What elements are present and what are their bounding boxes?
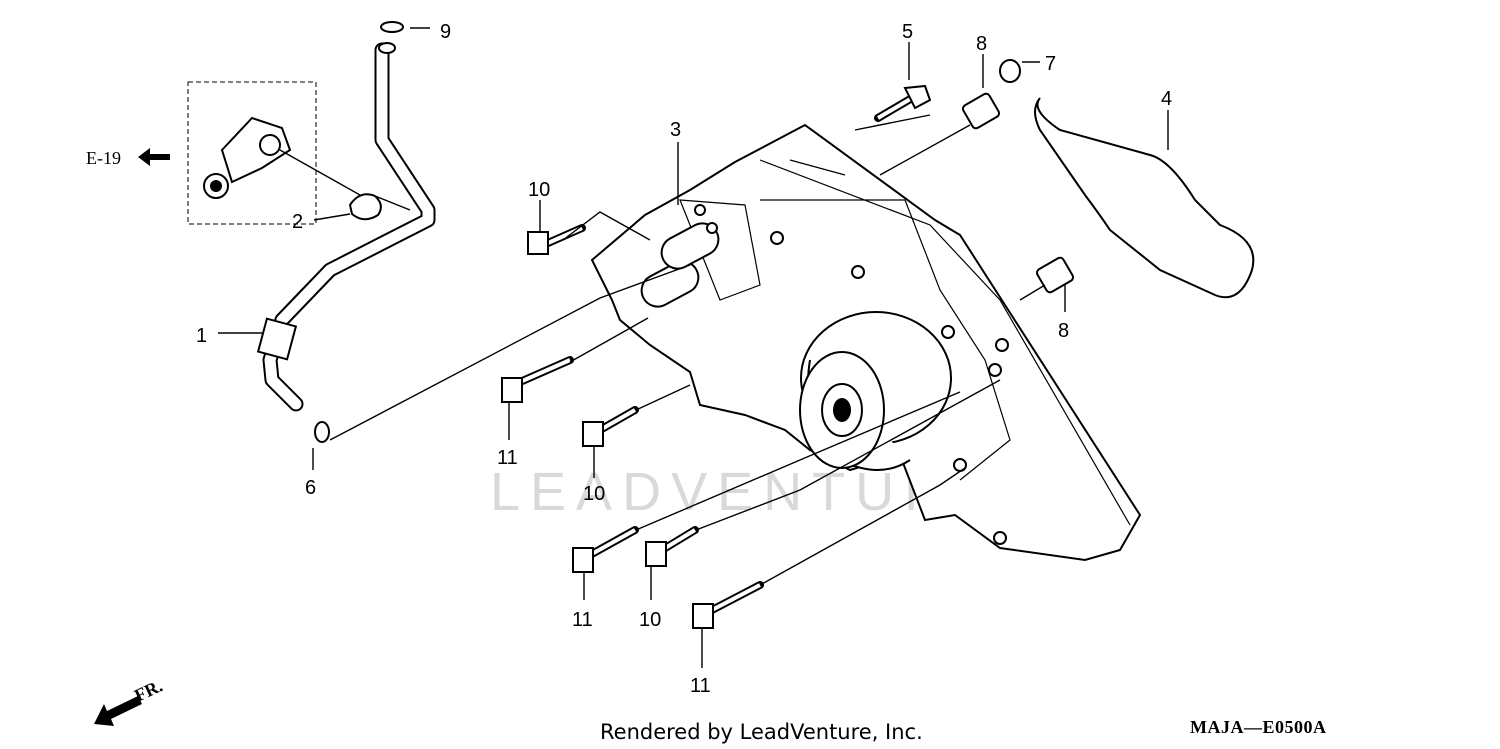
dowel-part-8b: [1035, 256, 1075, 294]
credit-text: Rendered by LeadVenture, Inc.: [600, 720, 923, 744]
callout-6[interactable]: 6: [305, 477, 316, 499]
bolt-11-lower: [692, 581, 764, 629]
reference-label: E-19: [86, 148, 121, 168]
front-arrow-icon: [94, 696, 142, 726]
oring-part-6: [314, 421, 330, 443]
callout-8-upper[interactable]: 8: [976, 33, 987, 55]
dashed-fitting-group: [187, 81, 317, 225]
hose-part-1: [256, 42, 436, 412]
callout-7[interactable]: 7: [1045, 53, 1056, 75]
bolt-11-upper: [501, 356, 574, 403]
leader-lines: [218, 27, 1169, 668]
callout-11-middle[interactable]: 11: [572, 609, 593, 631]
callout-9[interactable]: 9: [440, 21, 451, 43]
diagram-code: MAJA—E0500A: [1190, 717, 1327, 737]
callout-11-lower[interactable]: 11: [690, 675, 711, 697]
cover-part-3: [590, 123, 1142, 562]
callout-2[interactable]: 2: [292, 211, 303, 233]
callout-5[interactable]: 5: [902, 21, 913, 43]
callout-10-upper[interactable]: 10: [528, 179, 550, 201]
callout-10-lower[interactable]: 10: [639, 609, 661, 631]
callout-11-upper[interactable]: 11: [497, 447, 518, 469]
clamp-part-2: [348, 193, 382, 221]
callout-8-lower[interactable]: 8: [1058, 320, 1069, 342]
callout-4[interactable]: 4: [1161, 88, 1172, 110]
bolt-11-middle: [572, 526, 639, 573]
gasket-part-4: [1034, 97, 1255, 299]
bolt-10-middle: [582, 406, 639, 447]
callout-10-middle[interactable]: 10: [583, 483, 605, 505]
washer-part-7: [999, 59, 1021, 83]
left-arrow-icon: [138, 148, 170, 166]
callout-3[interactable]: 3: [670, 119, 681, 141]
bolt-part-5: [874, 84, 932, 122]
front-indicator: FR.: [94, 675, 166, 726]
bolt-10-lower: [645, 526, 699, 567]
reference-e19[interactable]: E-19: [86, 148, 170, 168]
dowel-part-8a: [961, 92, 1001, 130]
clip-part-9: [380, 21, 404, 33]
callout-1[interactable]: 1: [196, 325, 207, 347]
